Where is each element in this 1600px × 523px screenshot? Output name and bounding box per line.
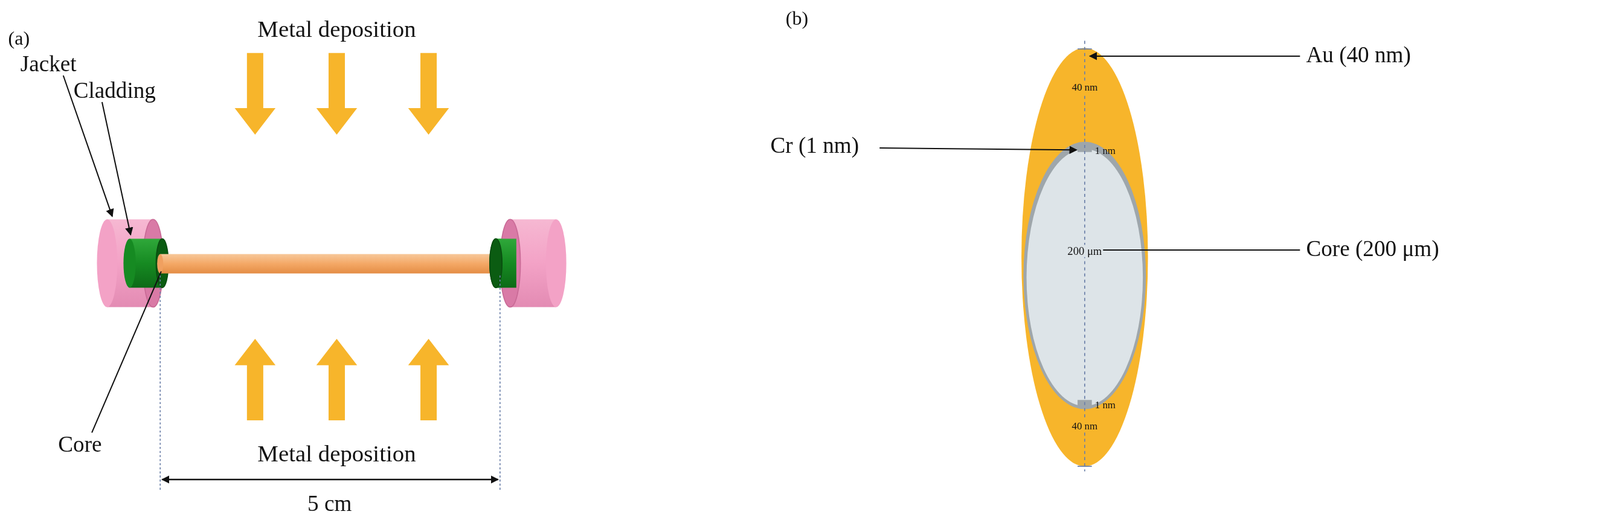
thickness-label: 40 nm bbox=[1070, 420, 1099, 432]
part-name: Jacket bbox=[20, 51, 77, 77]
process-label: Metal deposition bbox=[257, 16, 416, 43]
process-label: Metal deposition bbox=[257, 440, 416, 467]
dimension-label: 5 cm bbox=[307, 491, 352, 517]
thickness-label: 1 nm bbox=[1095, 399, 1116, 411]
part-name: Cladding bbox=[73, 78, 156, 104]
panel-label: (a) bbox=[8, 28, 31, 50]
thickness-label: 1 nm bbox=[1095, 144, 1116, 157]
right-jacket bbox=[489, 219, 567, 307]
part-name: Core bbox=[57, 432, 102, 458]
leader-line bbox=[102, 102, 131, 235]
leader-line bbox=[1089, 249, 1300, 251]
dimension-line bbox=[162, 478, 499, 481]
leader-line bbox=[1089, 55, 1300, 57]
layer-label: Au (40 nm) bbox=[1305, 42, 1411, 68]
left-cladding bbox=[123, 238, 168, 288]
deposition-arrows bbox=[234, 53, 450, 421]
panel-label: (b) bbox=[785, 8, 809, 30]
leader-line bbox=[91, 271, 162, 433]
dimension-label: 200 μm bbox=[1066, 244, 1103, 257]
thickness-label: 40 nm bbox=[1070, 81, 1099, 94]
layer-label: Cr (1 nm) bbox=[770, 133, 860, 159]
leader-line bbox=[879, 147, 1077, 150]
dimension-extension bbox=[159, 275, 161, 490]
core-rod bbox=[157, 254, 504, 274]
dimension-extension bbox=[499, 275, 501, 490]
layer-label: Core (200 μm) bbox=[1305, 236, 1439, 262]
cross-section bbox=[1021, 41, 1148, 472]
